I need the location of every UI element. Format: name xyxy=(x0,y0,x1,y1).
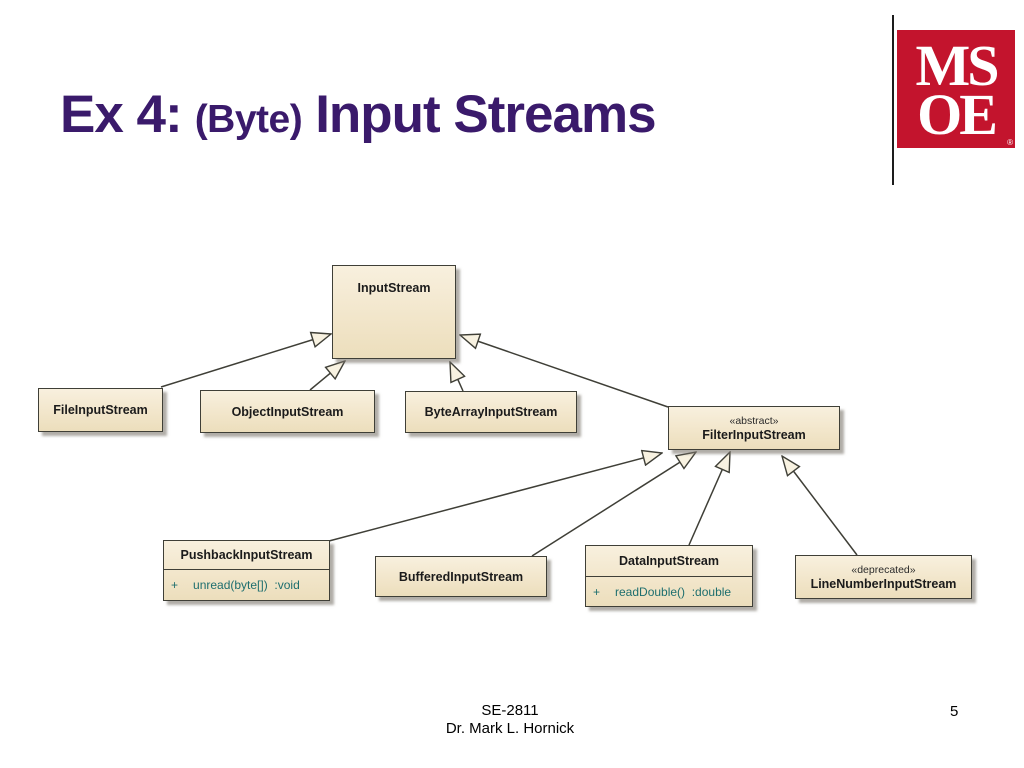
class-box-bytearrayinputstream: ByteArrayInputStream xyxy=(405,391,577,433)
edge-bytearrayinputstream-inputstream xyxy=(450,362,463,392)
edge-objectinputstream-inputstream xyxy=(309,361,345,391)
class-box-objectinputstream: ObjectInputStream xyxy=(200,390,375,433)
stereotype-deprecated: «deprecated» xyxy=(851,563,916,576)
class-box-fileinputstream: FileInputStream xyxy=(38,388,163,432)
method-compartment: + readDouble() :double xyxy=(586,576,752,606)
msoe-logo: MS OE ® xyxy=(897,30,1015,148)
class-name-inputstream: InputStream xyxy=(357,281,431,295)
method-compartment: + unread(byte[]) :void xyxy=(164,569,329,600)
class-name-linenumberinputstream: LineNumberInputStream xyxy=(810,576,957,591)
title-prefix: Ex 4: xyxy=(60,85,183,144)
logo-text-bottom: OE xyxy=(917,82,998,147)
registered-mark: ® xyxy=(1007,138,1013,147)
vertical-divider xyxy=(892,15,894,185)
footer-author: Dr. Mark L. Hornick xyxy=(445,719,575,737)
title-middle: (Byte) xyxy=(194,98,303,141)
edge-fileinputstream-inputstream xyxy=(160,334,331,388)
class-name-objectinputstream: ObjectInputStream xyxy=(231,404,344,419)
class-name-pushbackinputstream: PushbackInputStream xyxy=(180,548,313,562)
edge-filterinputstream-inputstream xyxy=(460,335,669,408)
class-box-pushbackinputstream: PushbackInputStream + unread(byte[]) :vo… xyxy=(163,540,330,601)
logo-text-top: MS xyxy=(915,33,1000,98)
edge-pushbackinputstream-filterinputstream xyxy=(328,453,662,542)
slide-title: Ex 4: (Byte) Input Streams xyxy=(60,84,657,145)
class-box-datainputstream: DataInputStream + readDouble() :double xyxy=(585,545,753,607)
method-visibility: + xyxy=(593,584,601,599)
page-number: 5 xyxy=(950,703,959,720)
edge-bufferedinputstream-filterinputstream xyxy=(531,452,696,557)
footer-course: SE-2811 xyxy=(481,702,539,719)
slide-footer: SE-2811 Dr. Mark L. Hornick xyxy=(370,702,650,737)
class-name-filterinputstream: FilterInputStream xyxy=(702,427,806,442)
title-suffix: Input Streams xyxy=(315,85,656,144)
class-box-bufferedinputstream: BufferedInputStream xyxy=(375,556,547,597)
class-name-bufferedinputstream: BufferedInputStream xyxy=(398,569,524,584)
method-visibility: + xyxy=(171,578,179,592)
method-signature: readDouble() :double xyxy=(615,584,732,599)
class-name-fileinputstream: FileInputStream xyxy=(53,403,148,417)
edge-datainputstream-filterinputstream xyxy=(688,452,730,546)
method-signature: unread(byte[]) :void xyxy=(193,578,300,592)
edge-linenumberinputstream-filterinputstream xyxy=(782,456,858,556)
class-name-datainputstream: DataInputStream xyxy=(618,554,720,568)
stereotype-abstract: «abstract» xyxy=(729,414,779,427)
class-box-inputstream: InputStream xyxy=(332,265,456,359)
class-name-bytearrayinputstream: ByteArrayInputStream xyxy=(424,405,558,419)
class-box-linenumberinputstream: «deprecated» LineNumberInputStream xyxy=(795,555,972,599)
class-box-filterinputstream: «abstract» FilterInputStream xyxy=(668,406,840,450)
